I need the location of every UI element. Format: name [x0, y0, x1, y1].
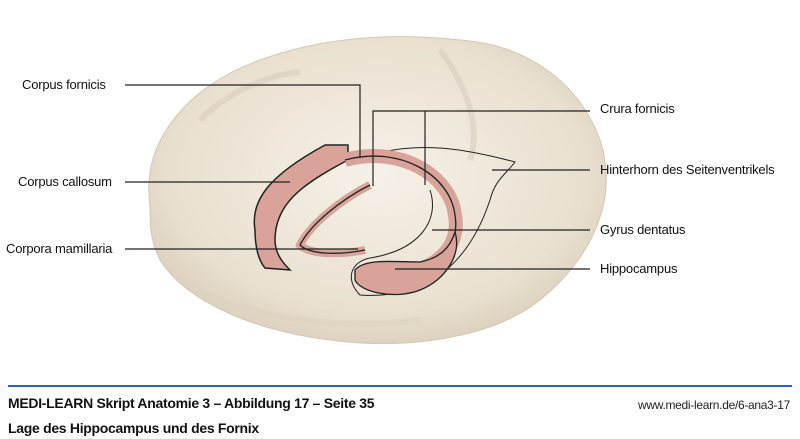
corpus-callosum-shape — [253, 144, 349, 271]
brain-illustration — [125, 36, 607, 345]
brain-outline — [148, 36, 607, 345]
label-gyrus-dentatus: Gyrus dentatus — [600, 222, 686, 237]
ventricle-outline — [350, 146, 516, 296]
figure-title: MEDI-LEARN Skript Anatomie 3 – Abbildung… — [8, 395, 375, 411]
figure-url[interactable]: www.medi-learn.de/6-ana3-17 — [638, 398, 790, 412]
leader-lines — [125, 84, 590, 270]
label-corpus-callosum: Corpus callosum — [18, 174, 112, 189]
hippocampus-shape — [354, 229, 458, 296]
label-hippocampus: Hippocampus — [600, 261, 678, 276]
label-crura-fornicis: Crura fornicis — [600, 101, 675, 116]
figure-caption: Lage des Hippocampus und des Fornix — [8, 420, 259, 436]
label-corpora-mamillaria: Corpora mamillaria — [6, 241, 113, 256]
footer-divider — [8, 385, 792, 387]
label-hinterhorn: Hinterhorn des Seitenventrikels — [600, 162, 775, 177]
label-corpus-fornicis: Corpus fornicis — [22, 77, 106, 92]
